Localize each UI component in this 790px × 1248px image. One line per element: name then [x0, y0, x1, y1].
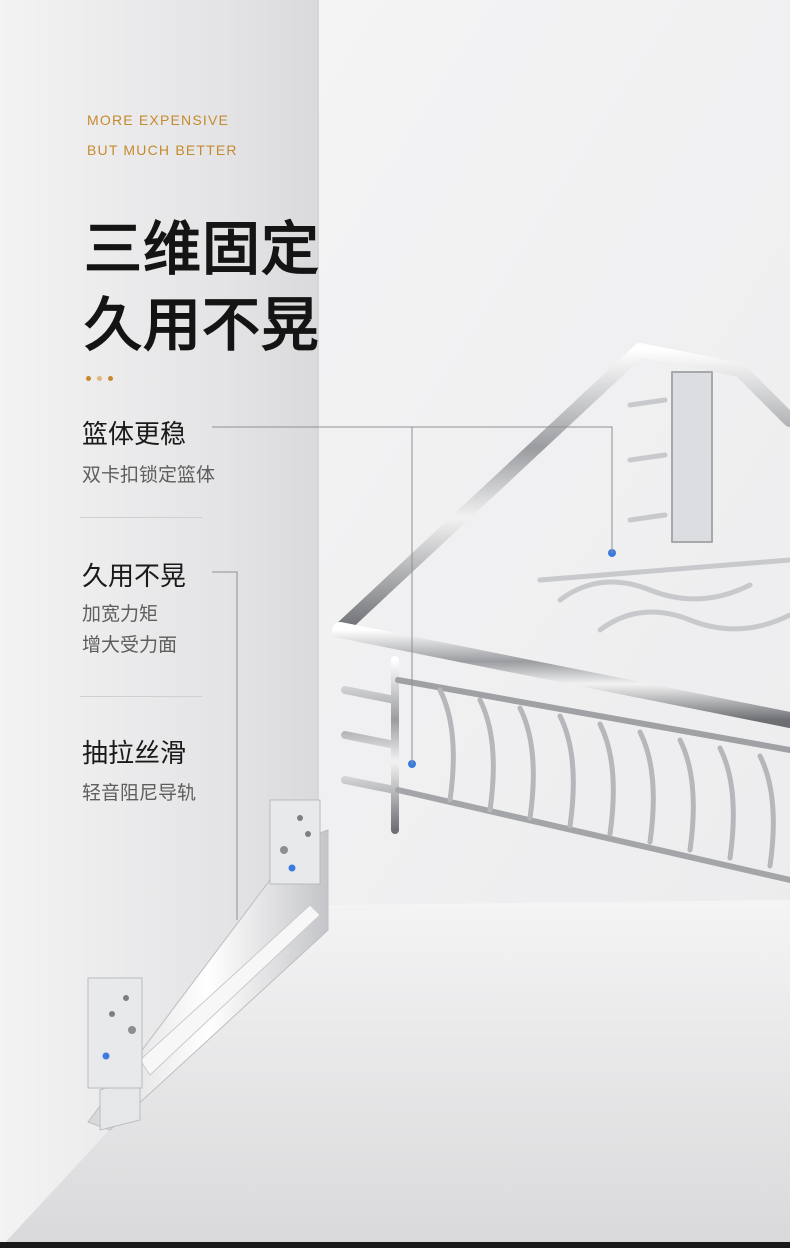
- accent-dots: [86, 376, 113, 381]
- feature-1-desc: 双卡扣锁定篮体: [82, 464, 216, 486]
- feature-2-desc-1: 加宽力矩: [82, 603, 159, 625]
- feature-divider: [80, 696, 202, 697]
- accent-dot: [86, 376, 91, 381]
- drawer-rail: [87, 829, 329, 1131]
- accent-dot: [97, 376, 102, 381]
- tagline-line-2: BUT MUCH BETTER: [87, 142, 238, 158]
- front-bracket: [87, 977, 143, 1089]
- feature-3-desc: 轻音阻尼导轨: [82, 782, 197, 804]
- headline-line-2: 久用不晃: [84, 291, 321, 359]
- accent-dot: [108, 376, 113, 381]
- feature-3-title: 抽拉丝滑: [82, 739, 187, 769]
- bottom-edge: [0, 1242, 790, 1248]
- basket: [332, 343, 790, 883]
- headline-line-1: 三维固定: [84, 215, 321, 283]
- cabinet-floor: [0, 900, 790, 1248]
- rear-bracket: [269, 799, 321, 885]
- feature-1-title: 篮体更稳: [82, 420, 187, 450]
- feature-divider: [80, 517, 202, 518]
- feature-2-title: 久用不晃: [82, 562, 187, 592]
- tagline-line-1: MORE EXPENSIVE: [87, 112, 230, 128]
- feature-2-desc-2: 增大受力面: [82, 634, 178, 656]
- callout-lines: [212, 426, 613, 920]
